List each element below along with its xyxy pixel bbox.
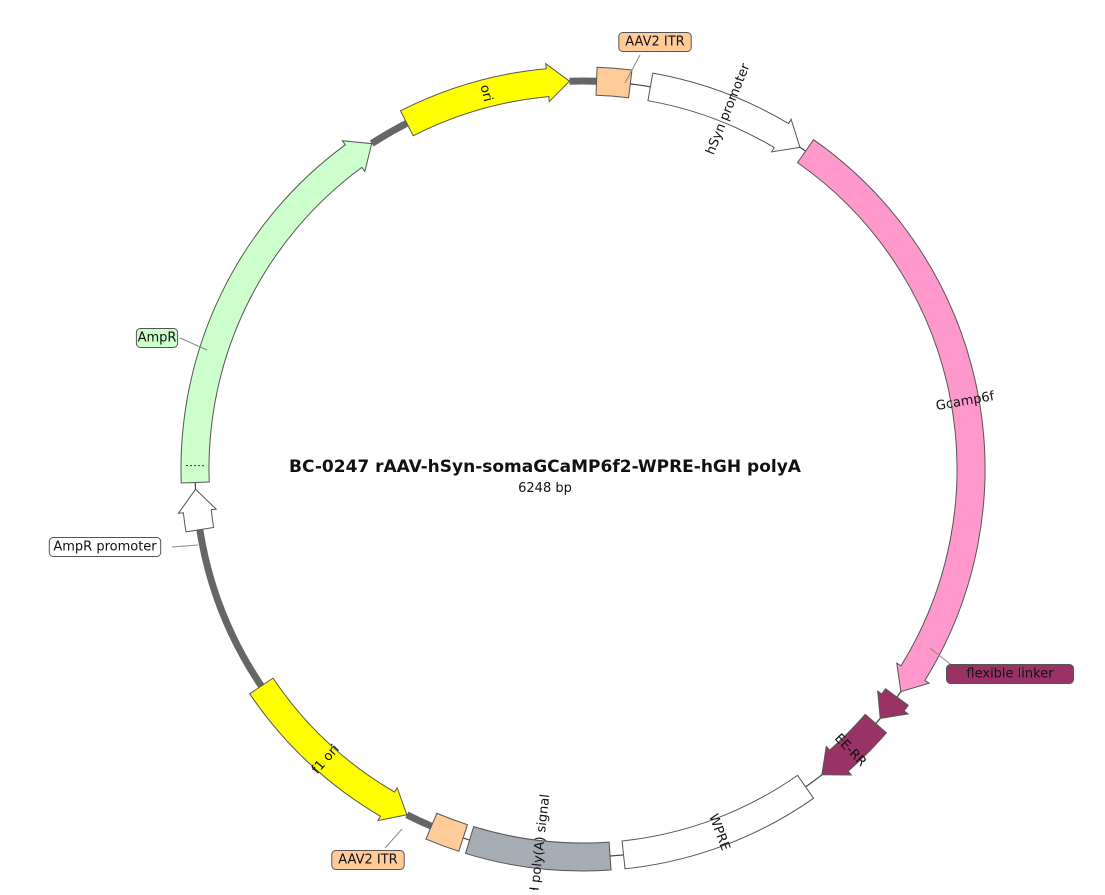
feature-hgh: hGH poly(A) signal: [465, 793, 611, 890]
backbone-segment: [372, 123, 407, 143]
feature-f1ori: f1 ori: [250, 678, 407, 820]
itr1-shape: [596, 67, 632, 98]
itr2-callout-label: AAV2 ITR: [338, 853, 397, 868]
amppro-callout: AmpR promoter: [49, 538, 160, 557]
amppro-callout-label: AmpR promoter: [53, 540, 157, 555]
itr2-callout: AAV2 ITR: [332, 851, 404, 870]
itr2-shape: [426, 813, 468, 851]
itr1-callout-label: AAV2 ITR: [625, 35, 684, 50]
linker-callout-label: flexible linker: [966, 667, 1054, 682]
feature-ori: ori: [401, 64, 570, 136]
amppro-callout-line: [172, 545, 198, 547]
gcamp-shape: [798, 140, 985, 692]
feature-hsyn: hSyn promoter: [648, 61, 800, 157]
itr1-callout: AAV2 ITR: [619, 33, 691, 52]
plasmid-length: 6248 bp: [518, 481, 572, 496]
plasmid-title: BC-0247 rAAV-hSyn-somaGCaMP6f2-WPRE-hGH …: [289, 457, 802, 477]
feature-amppro: [178, 489, 216, 532]
linker-callout: flexible linker: [947, 665, 1074, 684]
feature-ampr: [181, 141, 372, 483]
linker-shape: [878, 689, 909, 719]
amppro-shape: [178, 489, 216, 532]
feature-itr1: [596, 67, 632, 98]
ampr-callout-label: AmpR: [138, 331, 177, 346]
feature-eerr: EE-RR: [822, 714, 887, 775]
backbone-segment: [200, 530, 262, 686]
itr2-callout-line: [385, 829, 402, 848]
feature-itr2: [426, 813, 468, 851]
feature-wpre: WPRE: [622, 775, 813, 868]
ampr-callout: AmpR: [136, 329, 177, 348]
ampr-shape: [181, 141, 372, 483]
feature-gcamp: Gcamp6f: [798, 140, 996, 692]
feature-linker: [878, 689, 909, 719]
backbone-segment: [407, 815, 432, 826]
